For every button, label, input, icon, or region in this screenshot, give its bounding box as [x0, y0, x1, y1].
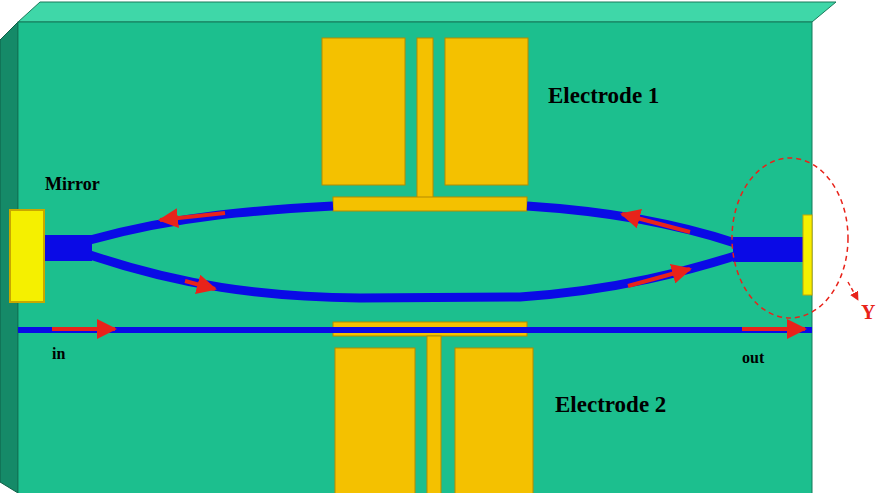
callout-circle — [732, 158, 848, 318]
waveguide — [18, 206, 812, 330]
substrate-top — [18, 2, 836, 22]
electrode-2 — [333, 322, 533, 493]
port-label: out — [742, 350, 764, 366]
part-label: Mirror — [45, 175, 100, 193]
mirror — [803, 215, 812, 295]
electrode-label: Electrode 2 — [555, 393, 666, 416]
waveguide-junction — [733, 237, 803, 262]
substrate-front — [18, 22, 812, 493]
electrode-1 — [322, 38, 528, 211]
callout-leader — [848, 282, 858, 300]
electrode-label: Electrode 1 — [548, 84, 659, 107]
direction-arrow — [52, 213, 805, 329]
callout-letter: Y — [861, 302, 875, 322]
waveguide-junction — [40, 235, 92, 261]
mirror — [10, 210, 44, 302]
port-label: in — [52, 346, 65, 362]
